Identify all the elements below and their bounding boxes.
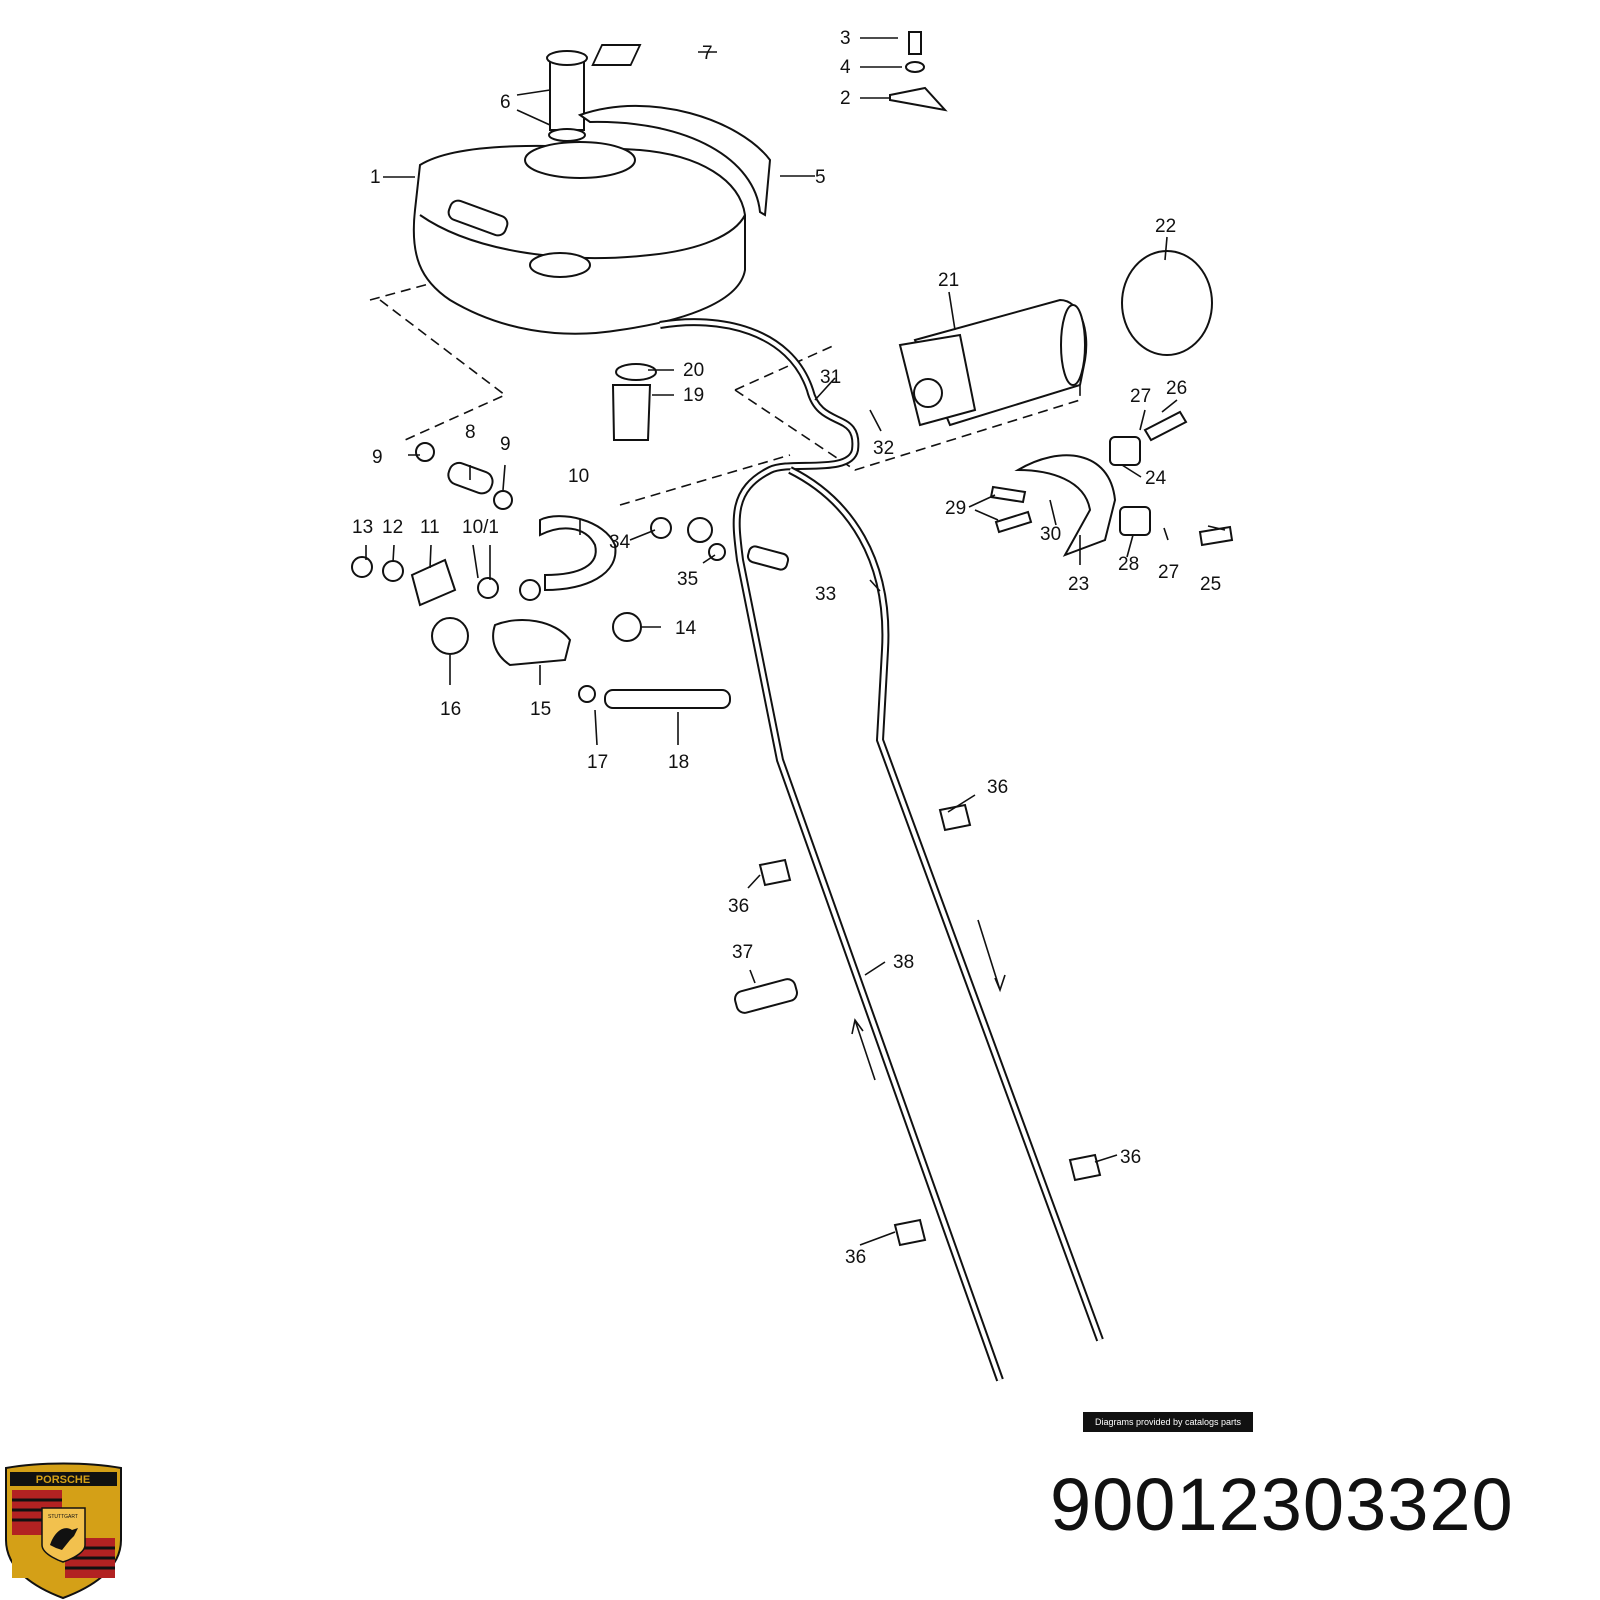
fuel-line-return <box>789 468 1102 1341</box>
cap <box>351 556 373 578</box>
leader-lines <box>365 37 1226 1246</box>
callout: 28 <box>1118 554 1139 575</box>
fuel-line-feed <box>659 320 1002 1381</box>
callout: 10/1 <box>462 517 499 538</box>
retainer <box>410 558 457 607</box>
callout: 37 <box>732 942 753 963</box>
callout: 13 <box>352 517 373 538</box>
callout: 38 <box>893 952 914 973</box>
bolt <box>1198 525 1234 547</box>
bushing <box>938 803 972 832</box>
assembly-guide <box>734 344 1081 471</box>
filler-neck <box>546 50 588 142</box>
callout: 7 <box>702 43 713 64</box>
bushing <box>893 1218 927 1247</box>
hose-clamp <box>493 490 513 510</box>
seal-ring <box>615 363 657 381</box>
callout: 20 <box>683 360 704 381</box>
hose-bend <box>539 515 617 592</box>
callout: 14 <box>675 618 697 639</box>
callout: 16 <box>440 699 461 720</box>
callout: 12 <box>382 517 403 538</box>
callout: 24 <box>1145 468 1167 489</box>
callout: 19 <box>683 385 704 406</box>
callout: 32 <box>873 438 894 459</box>
bolt <box>989 485 1027 504</box>
fitting <box>687 517 713 543</box>
crest-brand-text: PORSCHE <box>36 1474 90 1486</box>
callout: 36 <box>1120 1147 1141 1168</box>
callout: 8 <box>465 422 476 443</box>
tube-piece <box>734 978 798 1014</box>
callout: 26 <box>1166 378 1187 399</box>
callout: 30 <box>1040 524 1061 545</box>
callout: 15 <box>530 699 551 720</box>
ring <box>382 560 404 582</box>
flow-arrow <box>977 919 1006 993</box>
seal-ring <box>650 517 672 539</box>
callout: 3 <box>840 28 851 49</box>
screw <box>908 31 922 55</box>
part-number: 90012303320 <box>1050 1463 1514 1546</box>
diagram-credit: Diagrams provided by catalogs parts <box>1083 1412 1253 1432</box>
callout: 31 <box>820 367 841 388</box>
callout: 21 <box>938 270 959 291</box>
rubber-mount <box>1109 436 1141 466</box>
callout: 34 <box>609 532 631 553</box>
fuel-pump <box>898 298 1088 427</box>
filter-strainer <box>611 384 652 441</box>
callout: 36 <box>728 896 749 917</box>
callout: 29 <box>945 498 966 519</box>
callout: 27 <box>1130 386 1151 407</box>
bracket <box>889 86 948 112</box>
hose-sleeve <box>746 545 790 571</box>
callout: 9 <box>372 447 383 468</box>
assembly-guide <box>379 299 507 441</box>
porsche-crest-logo: PORSCHE STUTTGART <box>5 1462 122 1600</box>
callout: 5 <box>815 167 826 188</box>
callout: 17 <box>587 752 608 773</box>
callout: 22 <box>1155 216 1176 237</box>
grommet-sleeve <box>492 619 572 667</box>
callout: 10 <box>568 466 589 487</box>
tank-strap <box>577 104 772 217</box>
snap-ring <box>431 617 469 655</box>
callout: 25 <box>1200 574 1221 595</box>
gasket-pad <box>591 44 642 66</box>
callout: 9 <box>500 434 511 455</box>
assembly-guide <box>369 269 481 301</box>
fuel-tank <box>412 141 746 335</box>
hose-section <box>604 689 731 709</box>
washer <box>905 61 925 73</box>
callout: 27 <box>1158 562 1179 583</box>
callout: 11 <box>420 517 440 538</box>
pump-bracket <box>1014 454 1117 557</box>
callout: 33 <box>815 584 836 605</box>
bolt <box>994 510 1033 534</box>
hose-clamp <box>415 442 435 462</box>
bushing <box>758 858 792 887</box>
callout: 36 <box>987 777 1008 798</box>
hose-clamp <box>519 579 541 601</box>
bolt <box>1143 410 1188 442</box>
bushing <box>1068 1153 1102 1182</box>
callout: 23 <box>1068 574 1089 595</box>
rubber-mount <box>1119 506 1151 536</box>
flow-arrow <box>851 1018 876 1081</box>
callout: 35 <box>677 569 698 590</box>
callout: 36 <box>845 1247 866 1268</box>
grommet <box>612 612 642 642</box>
callout: 6 <box>500 92 511 113</box>
clamp-ring <box>1121 250 1213 356</box>
ring <box>578 685 596 703</box>
callout: 4 <box>840 57 851 78</box>
crest-city-text: STUTTGART <box>48 1514 78 1520</box>
callout: 2 <box>840 88 851 109</box>
callout: 18 <box>668 752 689 773</box>
assembly-guide <box>619 454 791 506</box>
hose-clamp <box>477 577 499 599</box>
callout: 1 <box>370 167 381 188</box>
